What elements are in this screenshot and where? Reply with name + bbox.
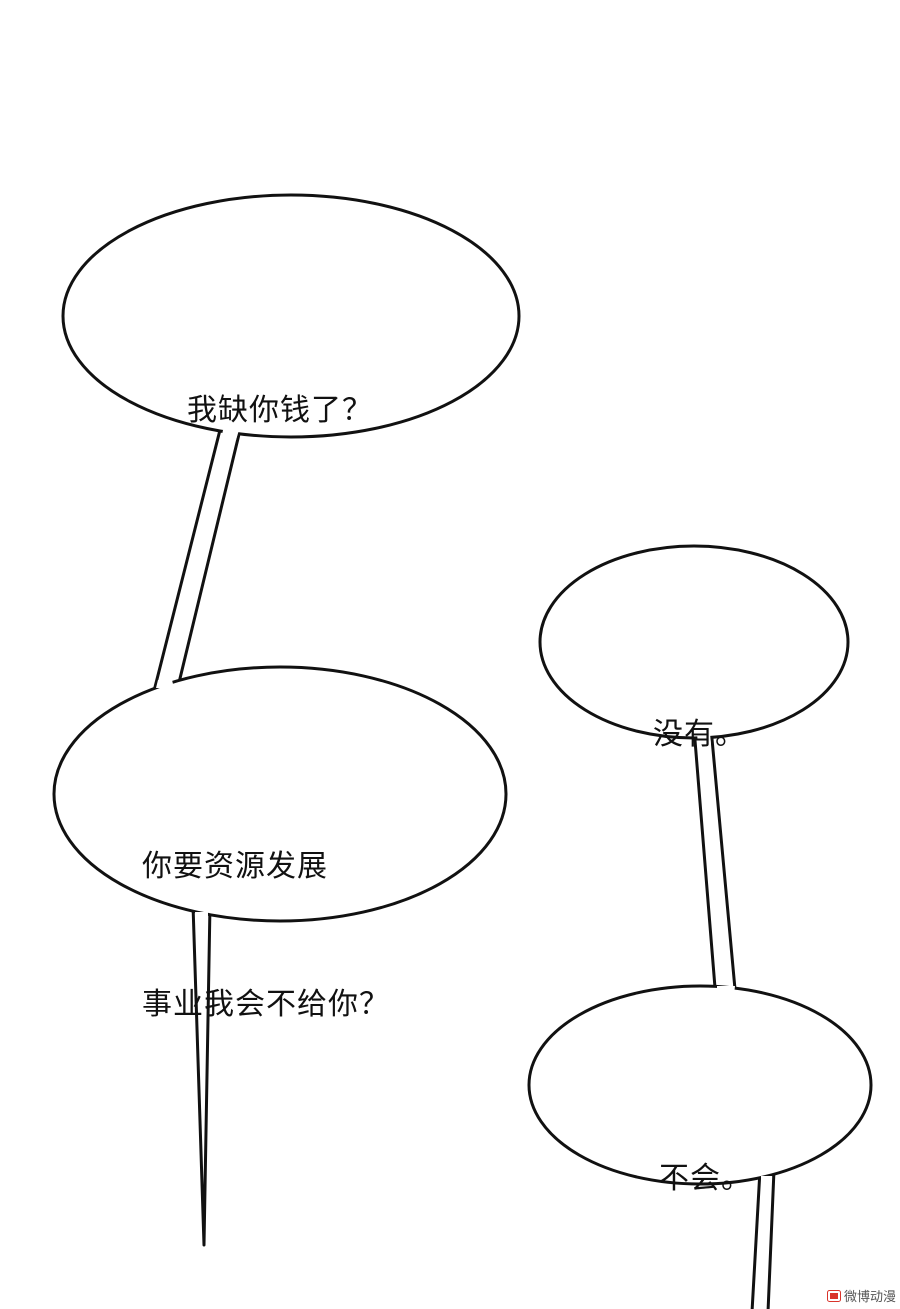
bubble-2-text: 你要资源发展 事业我会不给你？ [142, 752, 390, 1120]
bubble-4-line-1: 不会。 [659, 1161, 752, 1196]
watermark-text: 微博动漫 [843, 1290, 896, 1305]
bubble-3-text: 没有。 [653, 620, 746, 850]
bubble-1-line-1: 我缺你钱了？ [187, 393, 373, 428]
bubble-4-shape [527, 984, 873, 1186]
bubble-2-line-2: 事业我会不给你？ [142, 987, 390, 1022]
bubble-3-line-1: 没有。 [653, 717, 746, 752]
bubble-1-text: 我缺你钱了？ [187, 296, 373, 526]
bubble-4-tail [750, 1168, 776, 1309]
bubble-2-shape [52, 665, 508, 923]
weibo-logo-icon [826, 1289, 841, 1302]
bubble-4-text: 不会。 [659, 1064, 752, 1294]
bubble-2-line-1: 你要资源发展 [142, 849, 328, 884]
bubble-3-shape [538, 544, 850, 740]
bubble-1-shape [61, 193, 521, 439]
weibo-comic-watermark: 微博动漫 [826, 1286, 896, 1305]
